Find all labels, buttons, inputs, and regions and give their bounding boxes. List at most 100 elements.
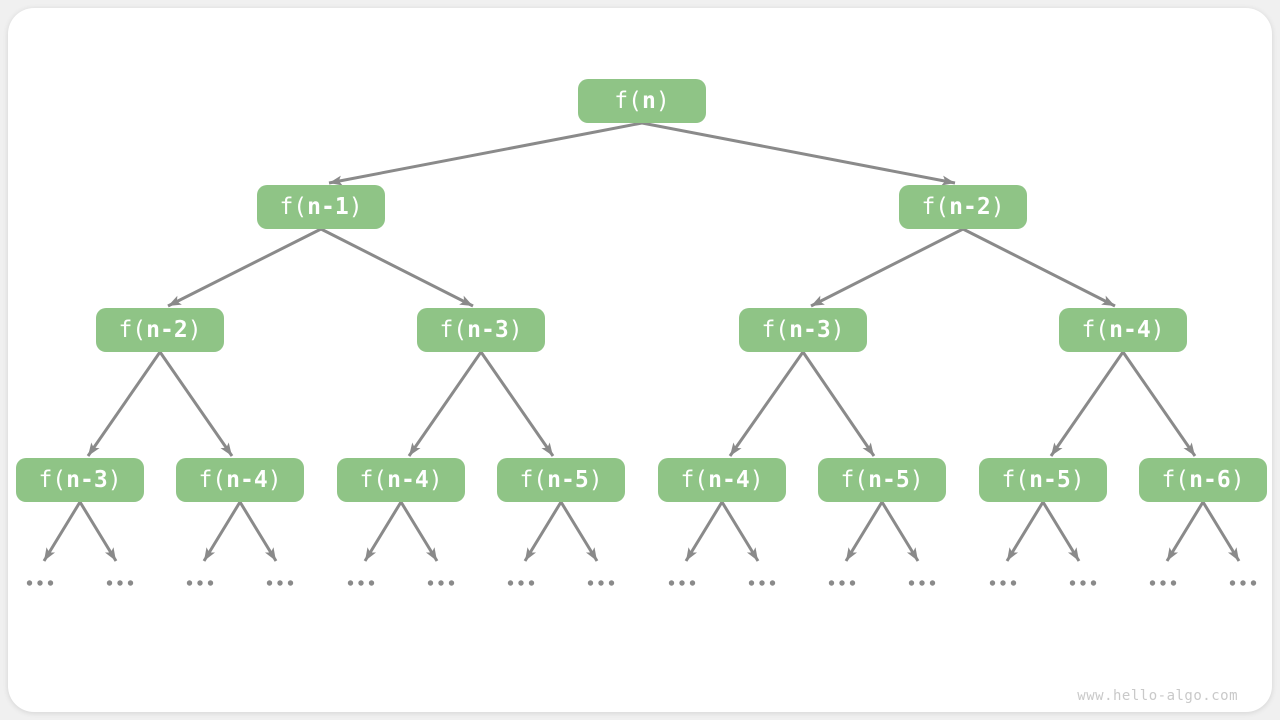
diagram-card	[8, 8, 1272, 712]
node-label-post: )	[830, 317, 845, 343]
node-label-pre: f(	[921, 194, 950, 220]
ellipsis-dots	[587, 580, 615, 586]
node-label-var: n-3	[467, 317, 509, 343]
ellipsis-dot	[1160, 580, 1166, 586]
ellipsis-dot	[828, 580, 835, 586]
tree-edge-arrow	[684, 501, 724, 562]
ellipsis-dot	[368, 580, 375, 586]
ellipsis-dots	[1149, 580, 1177, 586]
node-label-pre: f(	[439, 317, 468, 343]
node-label-pre: f(	[38, 467, 67, 493]
node-label-pre: f(	[680, 467, 709, 493]
node-label-pre: f(	[761, 317, 790, 343]
tree-node-9: f(n-4)	[337, 458, 465, 502]
ellipsis-dot	[689, 580, 696, 586]
node-label-pre: f(	[279, 194, 308, 220]
ellipsis-dots	[1229, 580, 1257, 586]
tree-edge-arrow	[720, 501, 760, 562]
tree-edge-arrow	[407, 351, 483, 457]
tree-node-7: f(n-3)	[16, 458, 144, 502]
node-label-pre: f(	[1001, 467, 1030, 493]
node-label-var: n-5	[1029, 467, 1071, 493]
node-label-var: n	[641, 88, 656, 114]
tree-edge-arrow	[158, 351, 234, 457]
ellipsis-dots	[989, 580, 1017, 586]
tree-node-11: f(n-4)	[658, 458, 786, 502]
node-label-post: )	[348, 194, 363, 220]
ellipsis-dot	[507, 580, 514, 586]
ellipsis-dot	[1080, 580, 1086, 586]
tree-edge-arrow	[1165, 501, 1205, 562]
ellipsis-dot	[769, 580, 776, 586]
ellipsis-dot	[528, 580, 535, 586]
ellipsis-dot	[919, 580, 925, 586]
node-label-pre: f(	[1161, 467, 1190, 493]
ellipsis-dots	[266, 580, 294, 586]
tree-edge-arrow	[1049, 351, 1125, 457]
node-label-post: )	[428, 467, 443, 493]
ellipsis-dot	[1229, 580, 1236, 586]
ellipsis-dot	[929, 580, 936, 586]
tree-edge-arrow	[78, 501, 118, 562]
ellipsis-dot	[1069, 580, 1076, 586]
tree-node-6: f(n-4)	[1059, 308, 1187, 352]
ellipsis-dot	[266, 580, 273, 586]
tree-node-5: f(n-3)	[739, 308, 867, 352]
ellipsis-dot	[347, 580, 354, 586]
node-label-pre: f(	[198, 467, 227, 493]
ellipsis-dot	[608, 580, 615, 586]
tree-edge-arrow	[1005, 501, 1045, 562]
node-label-post: )	[1070, 467, 1085, 493]
ellipsis-dot	[358, 580, 364, 586]
ellipsis-dots	[1069, 580, 1097, 586]
ellipsis-dot	[37, 580, 43, 586]
ellipsis-dot	[197, 580, 203, 586]
tree-edge-arrow	[238, 501, 278, 562]
tree-node-12: f(n-5)	[818, 458, 946, 502]
node-label-post: )	[508, 317, 523, 343]
ellipsis-dots	[828, 580, 856, 586]
tree-node-13: f(n-5)	[979, 458, 1107, 502]
tree-edge-arrow	[1041, 501, 1081, 562]
ellipsis-dot	[668, 580, 675, 586]
tree-edge-arrow	[363, 501, 403, 562]
tree-edge-arrow	[479, 351, 555, 457]
node-label-var: n-5	[868, 467, 910, 493]
node-label-var: n-4	[226, 467, 268, 493]
ellipsis-dot	[117, 580, 123, 586]
ellipsis-dot	[1170, 580, 1177, 586]
node-label-pre: f(	[614, 88, 642, 114]
node-label-var: n-1	[307, 194, 349, 220]
node-label-var: n-2	[146, 317, 188, 343]
tree-edge-arrow	[641, 121, 956, 186]
ellipsis-dot	[287, 580, 294, 586]
tree-edge-arrow	[42, 501, 82, 562]
ellipsis-dot	[1250, 580, 1257, 586]
node-label-post: )	[187, 317, 202, 343]
tree-edge-arrow	[167, 227, 322, 308]
ellipsis-dot	[448, 580, 455, 586]
ellipsis-dots	[427, 580, 455, 586]
tree-edge-arrow	[559, 501, 599, 562]
ellipsis-dots	[668, 580, 696, 586]
tree-edge-arrow	[728, 351, 805, 457]
ellipsis-dots	[106, 580, 134, 586]
ellipsis-dot	[839, 580, 845, 586]
ellipsis-dots	[26, 580, 54, 586]
ellipsis-dot	[127, 580, 134, 586]
tree-edge-arrow	[962, 227, 1116, 308]
ellipsis-dot	[518, 580, 524, 586]
node-label-var: n-4	[708, 467, 750, 493]
tree-edge-arrow	[880, 501, 920, 562]
ellipsis-dot	[277, 580, 283, 586]
ellipsis-dot	[598, 580, 604, 586]
ellipsis-dots	[908, 580, 936, 586]
ellipsis-dots	[186, 580, 214, 586]
ellipsis-dot	[427, 580, 434, 586]
node-label-post: )	[655, 88, 670, 114]
ellipsis-dot	[186, 580, 193, 586]
tree-edge-arrow	[1201, 501, 1241, 562]
ellipsis-dots	[347, 580, 375, 586]
node-label-post: )	[749, 467, 764, 493]
